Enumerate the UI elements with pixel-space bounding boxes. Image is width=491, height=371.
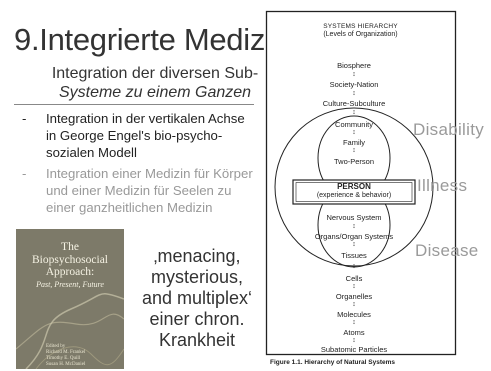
level-biosphere: Biosphere: [337, 61, 371, 70]
book-editors: Edited by Richard M. Frankel Timothy E. …: [46, 344, 86, 367]
label-disability: Disability: [413, 120, 485, 139]
level-arrow-icon: ↕: [352, 263, 356, 270]
diagram-frame: [265, 10, 457, 356]
systems-hierarchy-figure: SYSTEMS HIERARCHY (Levels of Organizatio…: [265, 10, 491, 371]
quote-text: ‚menacing, mysterious, and multiplex‘ ei…: [141, 246, 253, 350]
subtitle-line-1: Integration der diversen Sub-: [51, 65, 259, 82]
level-family: Family: [342, 138, 366, 147]
level-arrow-icon: ↕: [352, 147, 356, 154]
level-cells: Cells: [345, 274, 363, 283]
bullet-dash: -: [22, 111, 27, 126]
level-atoms: Atoms: [343, 328, 365, 337]
level-tissues: Tissues: [341, 251, 367, 260]
level-two-person: Two-Person: [333, 157, 375, 166]
level-arrow-icon: ↕: [352, 90, 356, 97]
level-person: PERSON: [337, 182, 371, 191]
level-nervous-system: Nervous System: [326, 213, 382, 222]
level-person-subtitle: (experience & behavior): [316, 192, 392, 199]
level-arrow-icon: ↕: [352, 223, 356, 230]
book-title: The Biopsychosocial Approach:: [31, 241, 109, 278]
bullet-text: Integration einer Medizin für Körper und…: [46, 166, 253, 215]
diagram-header: SYSTEMS HIERARCHY: [323, 23, 398, 30]
slide-subtitle: Integration der diversen Sub- Systeme zu…: [30, 64, 280, 102]
level-arrow-icon: ↕: [352, 129, 356, 136]
level-society-nation: Society-Nation: [329, 80, 379, 89]
bullet-dash: -: [22, 166, 27, 181]
level-organs: Organs/Organ Systems: [314, 232, 394, 241]
level-organelles: Organelles: [335, 292, 373, 301]
bullet-text: Integration in der vertikalen Achse in G…: [46, 111, 245, 160]
book-subtitle: Past, Present, Future: [36, 280, 104, 289]
level-culture-subculture: Culture-Subculture: [322, 99, 386, 108]
label-disease: Disease: [415, 241, 479, 260]
level-community: Community: [335, 120, 373, 129]
level-arrow-icon: ↕: [352, 283, 356, 290]
label-illness: Illness: [417, 176, 468, 195]
bullet-item-vertical-integration: - Integration in der vertikalen Achse in…: [22, 110, 272, 166]
slide-title: 9.Integrierte Medizin: [14, 22, 289, 57]
figure-caption: Figure 1.1. Hierarchy of Natural Systems: [270, 359, 395, 366]
level-arrow-icon: ↕: [352, 319, 356, 326]
dna-helix-graphic: [16, 293, 124, 369]
level-arrow-icon: ↕: [352, 301, 356, 308]
level-arrow-icon: ↕: [352, 109, 356, 116]
level-subatomic-particles: Subatomic Particles: [320, 345, 388, 354]
bullet-item-holistic-medicine: - Integration einer Medizin für Körper u…: [22, 165, 272, 221]
subtitle-line-2: Systeme zu einem Ganzen: [58, 84, 252, 101]
level-molecules: Molecules: [337, 310, 371, 319]
level-arrow-icon: ↕: [352, 241, 356, 248]
divider-line: [14, 104, 254, 105]
level-arrow-icon: ↕: [352, 71, 356, 78]
level-arrow-icon: ↕: [352, 337, 356, 344]
diagram-subheader: (Levels of Organization): [323, 31, 398, 38]
book-cover-image: The Biopsychosocial Approach: Past, Pres…: [16, 229, 124, 369]
